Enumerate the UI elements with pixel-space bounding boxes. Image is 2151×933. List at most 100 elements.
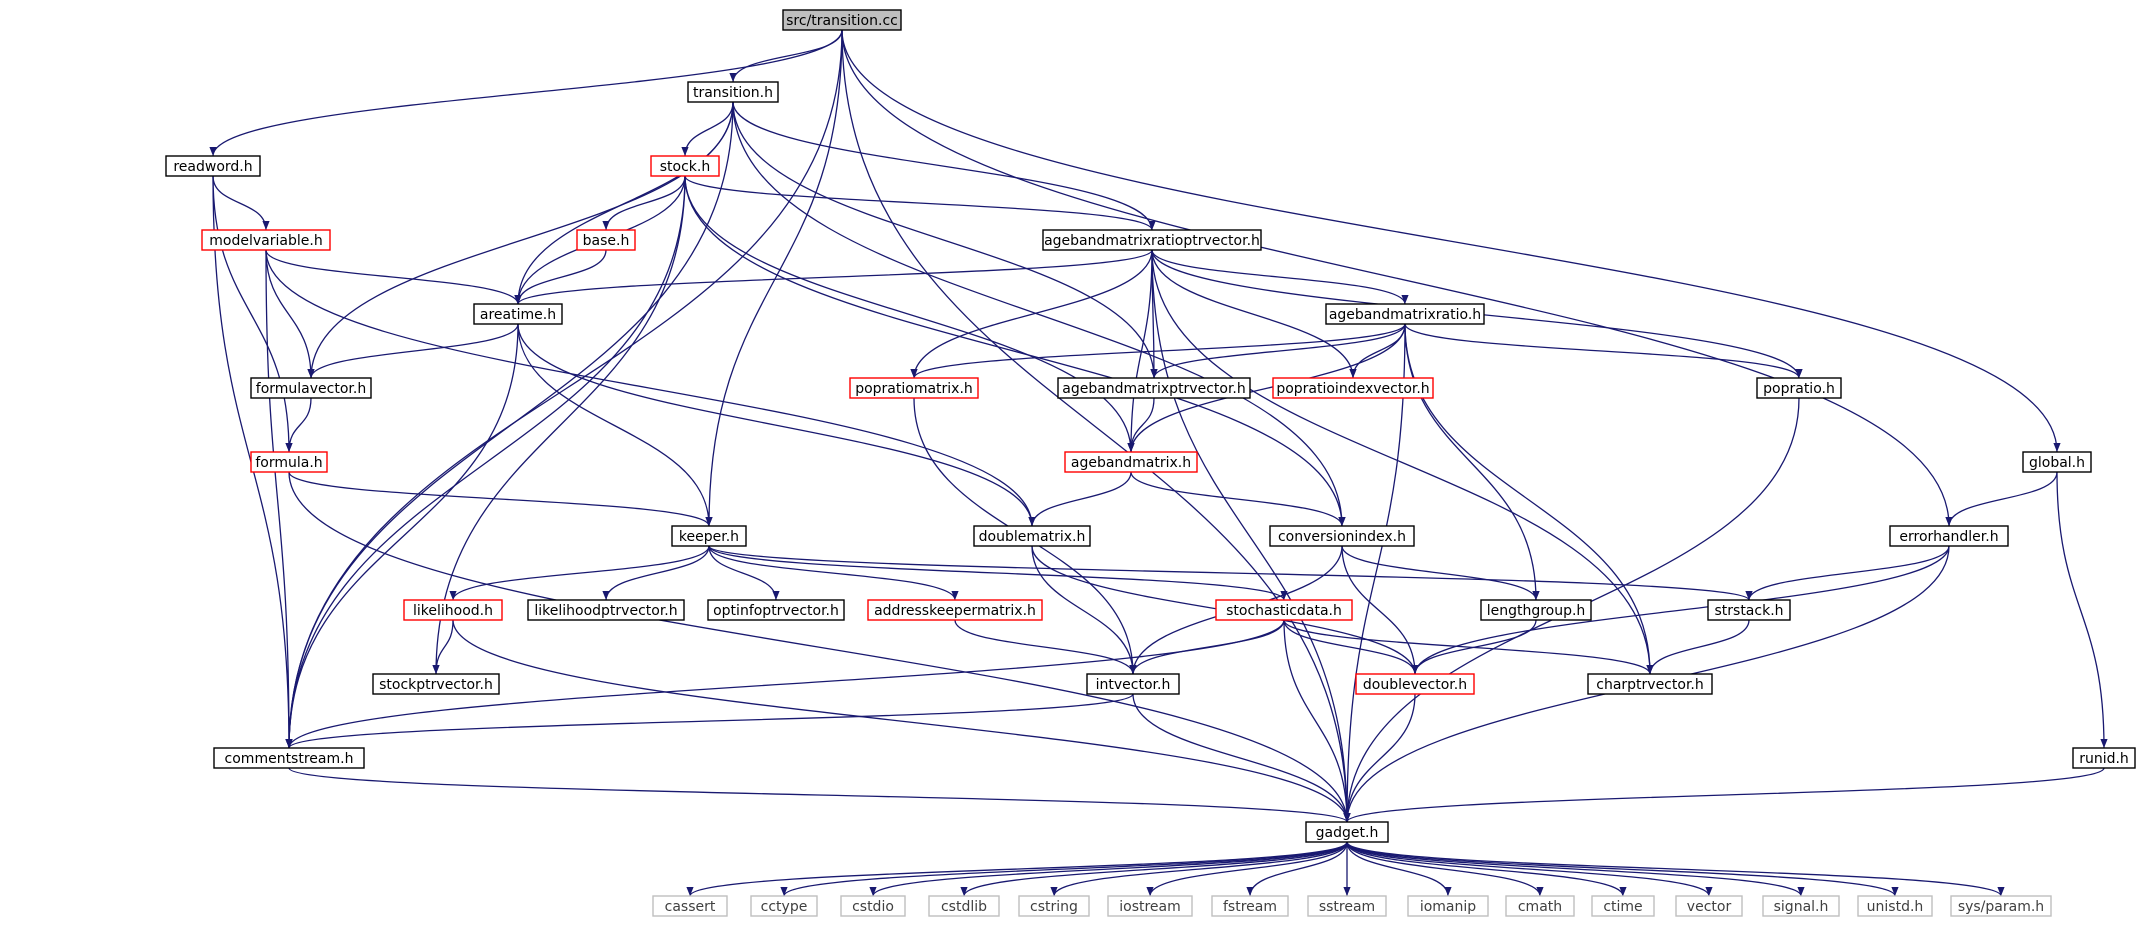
node-runid_h[interactable]: runid.h	[2072, 747, 2136, 769]
node-label-popratioindexvector_h: popratioindexvector.h	[1276, 381, 1429, 397]
node-strstack_h[interactable]: strstack.h	[1707, 599, 1791, 621]
edge-modelvariable_h-to-doublematrix_h	[265, 249, 1036, 527]
edge-stochasticdata_h-to-charptrvector_h	[1283, 619, 1654, 675]
node-popratioindexvector_h[interactable]: popratioindexvector.h	[1272, 377, 1434, 399]
node-signal_h: signal.h	[1762, 895, 1840, 917]
node-stock_h[interactable]: stock.h	[650, 155, 720, 177]
node-box-errorhandler_h	[1889, 525, 2009, 547]
node-errorhandler_h[interactable]: errorhandler.h	[1889, 525, 2009, 547]
edge-modelvariable_h-to-commentstream_h	[265, 249, 293, 749]
node-label-agebandmatrixptrvector_h: agebandmatrixptrvector.h	[1062, 381, 1246, 397]
node-modelvariable_h[interactable]: modelvariable.h	[201, 229, 331, 251]
node-label-doublevector_h: doublevector.h	[1363, 677, 1467, 693]
node-addresskeepermatrix_h[interactable]: addresskeepermatrix.h	[867, 599, 1043, 621]
node-box-global_h	[2022, 451, 2092, 473]
node-likelihoodptrvector_h[interactable]: likelihoodptrvector.h	[527, 599, 685, 621]
node-transition_h[interactable]: transition.h	[687, 81, 779, 103]
edge-keeper_h-to-addresskeepermatrix_h	[708, 545, 959, 601]
node-formulavector_h[interactable]: formulavector.h	[250, 377, 372, 399]
node-charptrvector_h[interactable]: charptrvector.h	[1587, 673, 1713, 695]
node-doublematrix_h[interactable]: doublematrix.h	[973, 525, 1091, 547]
edge-agebandmatrixratioptrvector_h-to-charptrvector_h	[1151, 249, 1654, 675]
edge-doublematrix_h-to-intvector_h	[1031, 545, 1137, 675]
node-box-unistd_h	[1857, 895, 1933, 917]
node-gadget_h[interactable]: gadget.h	[1305, 821, 1389, 843]
edge-agebandmatrixratioptrvector_h-to-gadget_h	[1151, 249, 1351, 823]
edge-transition_h-to-formulavector_h	[307, 101, 734, 379]
node-box-formulavector_h	[250, 377, 372, 399]
node-fstream: fstream	[1211, 895, 1289, 917]
node-optinfoptrvector_h[interactable]: optinfoptrvector.h	[707, 599, 845, 621]
node-label-unistd_h: unistd.h	[1867, 899, 1924, 915]
node-box-fstream	[1211, 895, 1289, 917]
node-label-cctype: cctype	[761, 899, 808, 915]
node-box-ctime	[1591, 895, 1655, 917]
node-box-optinfoptrvector_h	[707, 599, 845, 621]
node-cstdio: cstdio	[840, 895, 906, 917]
node-lengthgroup_h[interactable]: lengthgroup.h	[1480, 599, 1592, 621]
node-cmath: cmath	[1505, 895, 1575, 917]
node-label-likelihood_h: likelihood.h	[413, 603, 493, 619]
node-box-lengthgroup_h	[1480, 599, 1592, 621]
node-areatime_h[interactable]: areatime.h	[473, 303, 563, 325]
node-label-stock_h: stock.h	[660, 159, 710, 175]
node-box-sys_param_h	[1950, 895, 2052, 917]
node-label-intvector_h: intvector.h	[1096, 677, 1171, 693]
edge-gadget_h-to-ctime	[1346, 841, 1627, 897]
node-box-popratiomatrix_h	[849, 377, 979, 399]
node-agebandmatrixptrvector_h[interactable]: agebandmatrixptrvector.h	[1057, 377, 1251, 399]
node-global_h[interactable]: global.h	[2022, 451, 2092, 473]
node-label-iomanip: iomanip	[1420, 899, 1476, 915]
node-popratio_h[interactable]: popratio.h	[1756, 377, 1842, 399]
edge-stochasticdata_h-to-gadget_h	[1283, 619, 1351, 823]
node-likelihood_h[interactable]: likelihood.h	[403, 599, 503, 621]
node-popratiomatrix_h[interactable]: popratiomatrix.h	[849, 377, 979, 399]
node-conversionindex_h[interactable]: conversionindex.h	[1269, 525, 1415, 547]
edge-formulavector_h-to-formula_h	[285, 397, 312, 453]
edge-transition_cc-to-transition_h	[729, 29, 843, 83]
edge-stochasticdata_h-to-doublevector_h	[1283, 619, 1419, 675]
edge-gadget_h-to-fstream	[1246, 841, 1348, 897]
node-label-cassert: cassert	[665, 899, 716, 915]
node-readword_h[interactable]: readword.h	[165, 155, 261, 177]
edge-transition_h-to-commentstream_h	[285, 101, 734, 749]
node-cstdlib: cstdlib	[928, 895, 1000, 917]
edge-keeper_h-to-likelihood_h	[449, 545, 710, 601]
node-unistd_h: unistd.h	[1857, 895, 1933, 917]
edge-formula_h-to-gadget_h	[288, 471, 1351, 823]
node-agebandmatrixratioptrvector_h[interactable]: agebandmatrixratioptrvector.h	[1042, 229, 1262, 251]
node-label-stochasticdata_h: stochasticdata.h	[1226, 603, 1342, 619]
edge-gadget_h-to-cassert	[686, 841, 1348, 897]
edge-gadget_h-to-vector	[1346, 841, 1713, 897]
edge-transition_cc-to-readword_h	[209, 29, 843, 157]
node-box-readword_h	[165, 155, 261, 177]
node-label-keeper_h: keeper.h	[679, 529, 739, 545]
node-layer: src/transition.cc transition.h readword.h s…	[165, 9, 2136, 917]
node-keeper_h[interactable]: keeper.h	[671, 525, 747, 547]
edge-agebandmatrixratio_h-to-lengthgroup_h	[1404, 323, 1540, 601]
node-stochasticdata_h[interactable]: stochasticdata.h	[1215, 599, 1353, 621]
node-doublevector_h[interactable]: doublevector.h	[1355, 673, 1475, 695]
node-formula_h[interactable]: formula.h	[250, 451, 328, 473]
edge-stock_h-to-conversionindex_h	[684, 175, 1346, 527]
node-stockptrvector_h[interactable]: stockptrvector.h	[372, 673, 500, 695]
node-label-errorhandler_h: errorhandler.h	[1899, 529, 1998, 545]
node-label-doublematrix_h: doublematrix.h	[979, 529, 1086, 545]
node-agebandmatrix_h[interactable]: agebandmatrix.h	[1064, 451, 1198, 473]
node-label-cstring: cstring	[1030, 899, 1078, 915]
node-agebandmatrixratio_h[interactable]: agebandmatrixratio.h	[1325, 303, 1485, 325]
node-label-transition_h: transition.h	[693, 85, 773, 101]
node-box-strstack_h	[1707, 599, 1791, 621]
edge-gadget_h-to-cctype	[780, 841, 1348, 897]
node-label-addresskeepermatrix_h: addresskeepermatrix.h	[874, 603, 1036, 619]
node-transition_cc[interactable]: src/transition.cc	[782, 9, 902, 31]
node-cctype: cctype	[750, 895, 818, 917]
node-box-sstream	[1307, 895, 1387, 917]
node-box-charptrvector_h	[1587, 673, 1713, 695]
node-label-formulavector_h: formulavector.h	[256, 381, 366, 397]
node-commentstream_h[interactable]: commentstream.h	[213, 747, 365, 769]
node-base_h[interactable]: base.h	[576, 229, 636, 251]
node-intvector_h[interactable]: intvector.h	[1086, 673, 1180, 695]
edge-conversionindex_h-to-doublevector_h	[1341, 545, 1419, 675]
node-cstring: cstring	[1018, 895, 1090, 917]
